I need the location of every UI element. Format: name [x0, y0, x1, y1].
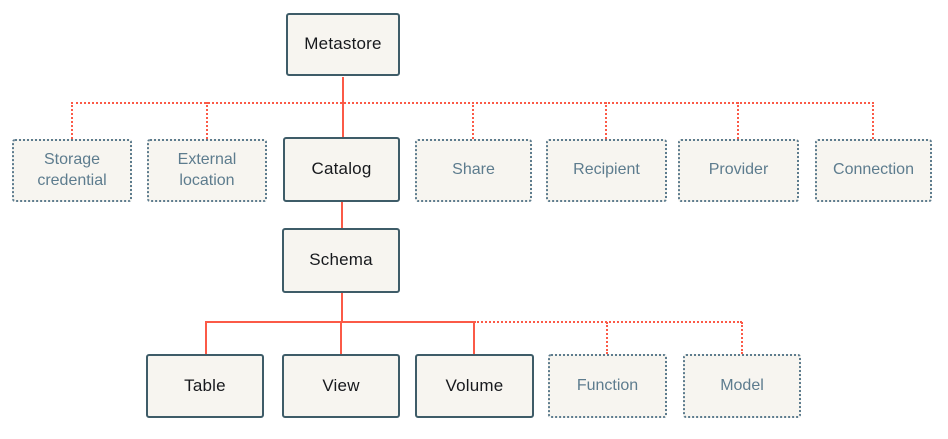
node-provider: Provider: [678, 139, 799, 202]
node-view: View: [282, 354, 400, 418]
node-recipient-label: Recipient: [573, 161, 640, 179]
node-external-location: External location: [147, 139, 267, 202]
node-volume-label: Volume: [445, 375, 504, 395]
node-volume: Volume: [415, 354, 534, 418]
node-metastore-label: Metastore: [304, 34, 382, 54]
node-model-label: Model: [720, 376, 764, 394]
node-table-label: Table: [184, 375, 226, 395]
node-catalog-label: Catalog: [311, 159, 372, 179]
node-function: Function: [548, 354, 667, 418]
node-metastore: Metastore: [286, 13, 400, 76]
node-connection: Connection: [815, 139, 932, 202]
connector-drop-share: [472, 102, 474, 139]
node-schema: Schema: [282, 228, 400, 293]
node-catalog: Catalog: [283, 137, 400, 202]
node-connection-label: Connection: [833, 161, 914, 179]
connector-drop-model: [741, 322, 743, 354]
connector-metastore-catalog: [342, 77, 344, 137]
connector-row4-dotted-bus: [474, 321, 742, 323]
node-schema-label: Schema: [309, 250, 373, 270]
connector-drop-recipient: [605, 102, 607, 139]
connector-drop-volume: [473, 322, 475, 354]
connector-drop-provider: [737, 102, 739, 139]
node-external-location-label: External location: [177, 150, 237, 189]
node-view-label: View: [322, 375, 360, 395]
connector-schema-junction: [341, 293, 343, 322]
node-share-label: Share: [452, 161, 495, 179]
node-table: Table: [146, 354, 264, 418]
connector-catalog-schema: [341, 202, 343, 228]
node-share: Share: [415, 139, 532, 202]
node-function-label: Function: [576, 376, 639, 394]
connector-drop-table: [205, 322, 207, 354]
connector-drop-storage-credential: [71, 102, 73, 139]
connector-drop-external-location: [206, 102, 208, 139]
node-storage-credential-label: Storage credential: [37, 150, 107, 189]
connector-drop-connection: [872, 102, 874, 139]
node-provider-label: Provider: [708, 161, 769, 179]
connector-drop-function: [606, 322, 608, 354]
node-storage-credential: Storage credential: [12, 139, 132, 202]
node-recipient: Recipient: [546, 139, 667, 202]
node-model: Model: [683, 354, 801, 418]
connector-drop-view: [340, 322, 342, 354]
